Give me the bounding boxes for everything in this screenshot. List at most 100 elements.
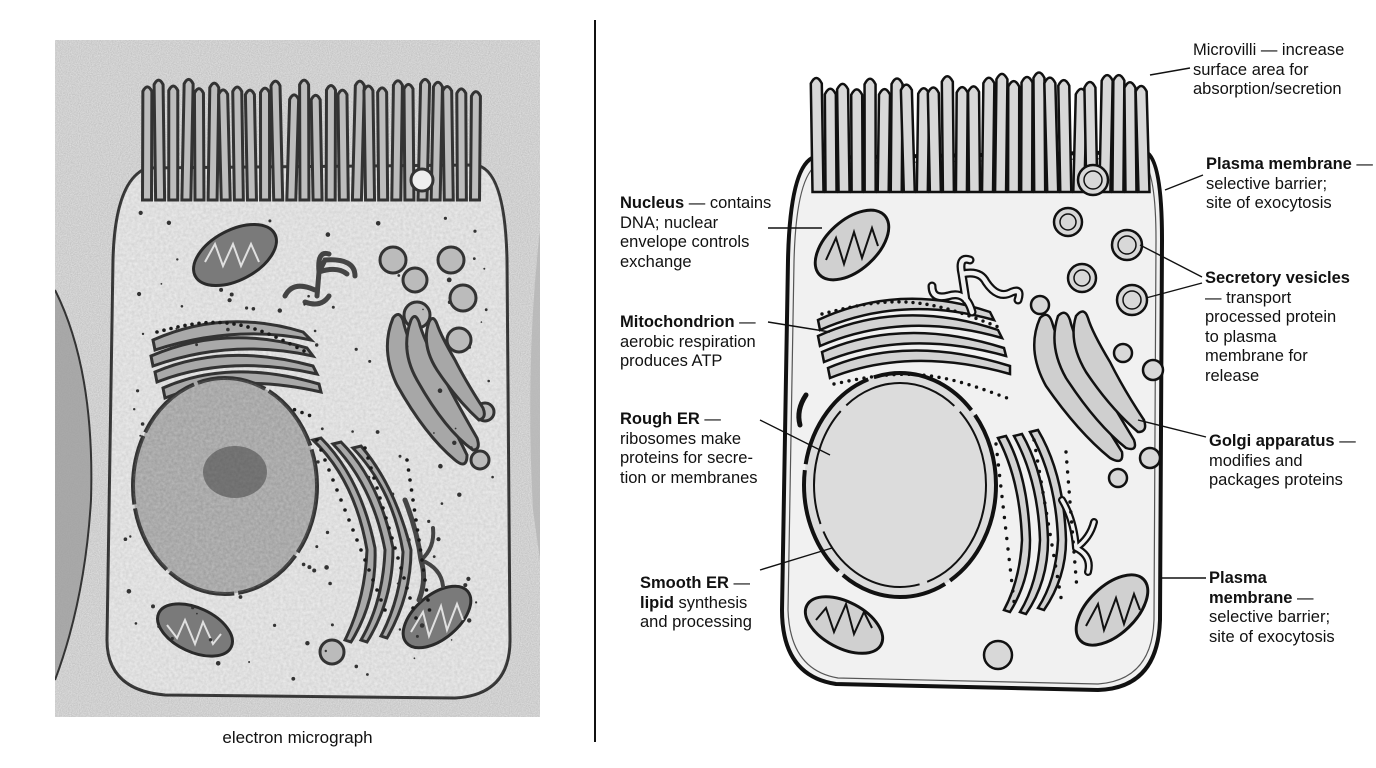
microvillus	[1134, 84, 1151, 194]
ribosome-dot	[307, 413, 312, 418]
cytoplasm-granule	[313, 329, 317, 333]
ribosome-dot	[183, 323, 187, 328]
cytoplasm-granule	[452, 440, 457, 445]
ribosome-dot	[327, 468, 331, 472]
ribosome-dot	[1057, 585, 1061, 589]
cytoplasm-granule	[176, 258, 179, 261]
secretory-line-5: release	[1205, 366, 1260, 385]
ribosome-dot	[995, 324, 999, 329]
ribosome-dot	[820, 312, 824, 316]
cytoplasm-granule	[457, 492, 462, 497]
ribosome-dot	[918, 301, 922, 306]
cytoplasm-granule	[251, 307, 256, 311]
ribosome-dot	[827, 310, 831, 314]
microvillus	[835, 82, 851, 194]
label-secretory-vesicles: Secretory vesicles — transport processed…	[1205, 269, 1350, 386]
golgi-title: Golgi apparatus	[1209, 432, 1335, 450]
microvillus	[324, 84, 337, 202]
ribosome-dot	[995, 452, 999, 457]
ribosome-dot	[1039, 480, 1043, 484]
nucleus-line-2: envelope controls	[620, 233, 750, 251]
cytoplasm-granule	[307, 565, 312, 570]
ribosome-dot	[411, 498, 415, 502]
ribosome-dot	[402, 576, 406, 580]
ribosome-dot	[907, 372, 911, 377]
ribosome-dot	[988, 322, 992, 326]
cytoplasm-granule	[268, 219, 272, 223]
ribosome-dot	[393, 546, 397, 550]
cytoplasm-granule	[415, 634, 419, 638]
ribosome-dot	[960, 311, 964, 316]
ribosome-dot	[922, 373, 926, 377]
ribosome-dot	[1012, 599, 1016, 604]
panel-divider	[594, 20, 596, 742]
ribosome-dot	[1072, 550, 1076, 554]
cytoplasm-granule	[291, 676, 296, 681]
ribosome-dot	[176, 325, 180, 329]
ribosome-dot	[982, 387, 986, 392]
microvillus	[350, 79, 366, 202]
cytoplasm-granule	[398, 628, 402, 631]
ribosome-dot	[1052, 553, 1056, 558]
smooth-er-bold-word: lipid	[640, 593, 674, 612]
microvillus	[889, 77, 904, 194]
microvilli	[809, 71, 1151, 194]
ribosome-dot	[155, 330, 159, 334]
cytoplasm-granule	[368, 359, 372, 363]
cytoplasm-granule	[438, 463, 443, 469]
ribosome-dot	[869, 375, 874, 379]
ribosome-dot	[1006, 547, 1010, 551]
cytoplasm-granule	[487, 379, 491, 383]
ribosome-dot	[372, 476, 376, 480]
ribosome-dot	[1065, 470, 1070, 474]
microvilli-line-2: surface area for	[1193, 60, 1309, 79]
leader-lines	[759, 67, 1207, 579]
ribosome-dot	[884, 373, 889, 377]
ribosome-dot	[363, 446, 367, 450]
micro-microvilli	[140, 77, 482, 202]
cytoplasm-granule	[473, 229, 477, 233]
ribosome-dot	[371, 578, 375, 582]
ribosome-dot	[1069, 520, 1074, 524]
label-plasma-membrane-bottom: Plasma membrane — selective barrier; sit…	[1209, 569, 1335, 647]
secretory-line-1: — transport	[1205, 288, 1292, 307]
cytoplasm-granule	[450, 639, 453, 641]
ribosome-dot	[267, 332, 271, 336]
ribosome-dot	[383, 608, 387, 612]
label-nucleus: Nucleus — contains DNA; nuclear envelope…	[620, 194, 771, 272]
ribosome-dot	[939, 305, 943, 310]
microvillus	[1019, 75, 1034, 194]
ribosome-dot	[1043, 501, 1047, 505]
ribosome-dot	[288, 341, 292, 346]
ribosome-dot	[335, 488, 339, 492]
cytoplasm-granule	[406, 345, 409, 348]
cytoplasm-granule	[454, 427, 457, 430]
cytoplasm-granule	[219, 287, 224, 292]
ribosome-dot	[876, 301, 880, 305]
cytoplasm-granule	[175, 327, 178, 330]
ribosome-dot	[162, 328, 166, 333]
ribosome-dot	[260, 329, 264, 334]
ribosome-dot	[390, 536, 394, 540]
cytoplasm-granule	[422, 308, 424, 311]
rough-er-line-3: tion or membranes	[620, 468, 758, 487]
microvillus	[863, 77, 877, 194]
rough-er-line-1: ribosomes make	[620, 429, 742, 448]
secretory-line-3: to plasma	[1205, 327, 1277, 346]
ribosome-dot	[854, 377, 859, 382]
microvillus	[402, 82, 416, 202]
cytoplasm-granule	[396, 582, 399, 585]
plasma-top-title: Plasma membrane	[1206, 155, 1352, 173]
ribosome-dot	[239, 323, 243, 328]
ribosome-dot	[997, 393, 1001, 397]
ribosome-dot	[897, 300, 901, 304]
ribosome-dot	[1011, 589, 1015, 593]
ribosome-dot	[319, 448, 323, 452]
ribosome-dot	[375, 588, 379, 592]
microvillus	[243, 88, 258, 202]
ribosome-dot	[1070, 530, 1075, 534]
smooth-er-line-1: and processing	[640, 613, 752, 631]
ribosome-dot	[841, 307, 845, 311]
cytoplasm-granule	[375, 221, 381, 226]
ribosome-dot	[218, 320, 222, 325]
